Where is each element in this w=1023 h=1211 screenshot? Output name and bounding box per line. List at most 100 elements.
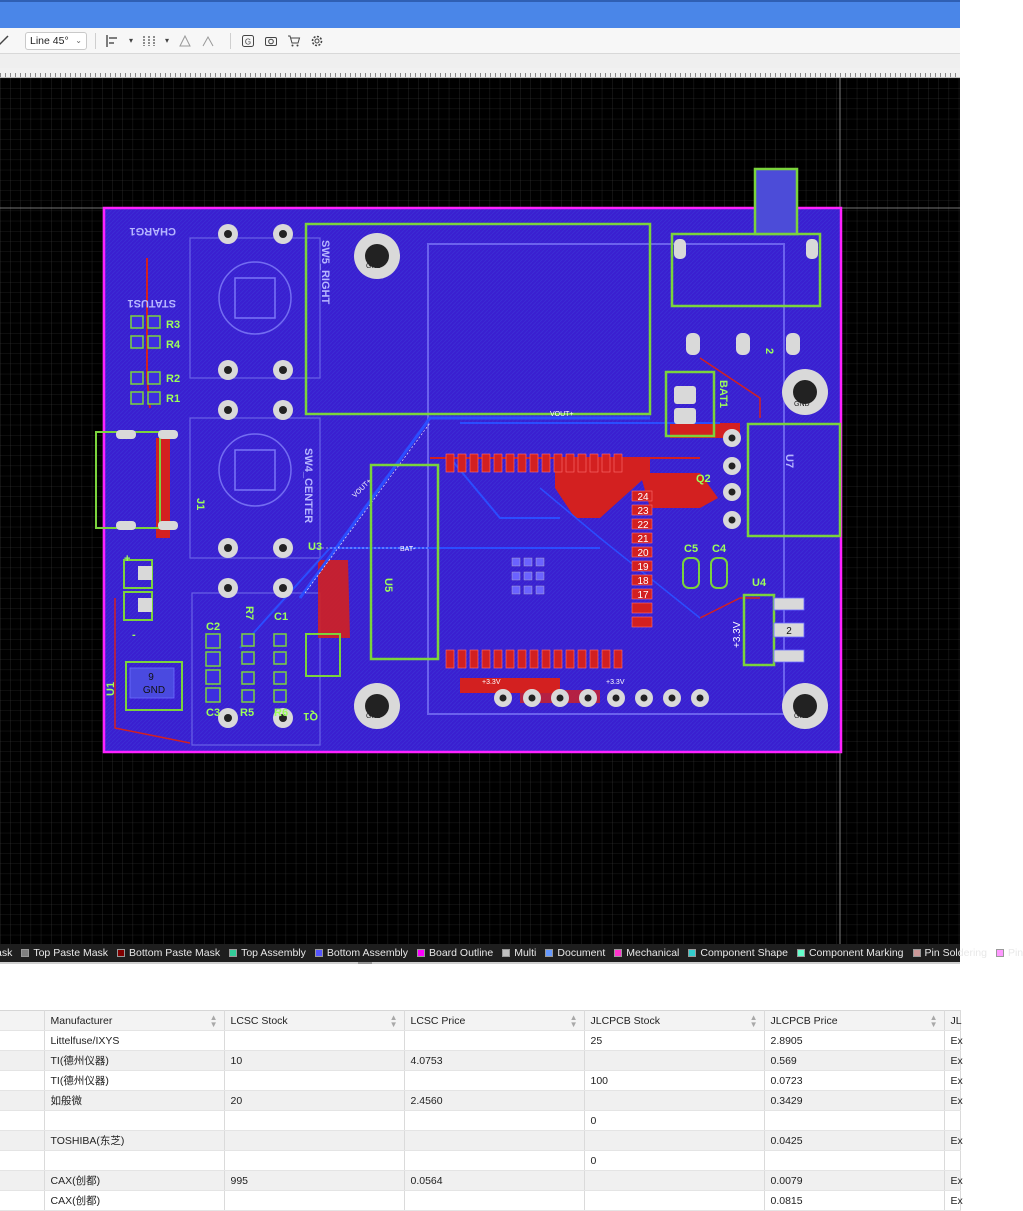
layer-label: Top Paste Mask (33, 947, 109, 959)
bom-row[interactable]: 0 (0, 1110, 961, 1131)
layer-item[interactable]: Component Shape (688, 947, 788, 959)
bom-cell: 25 (584, 1030, 765, 1051)
shape-icon[interactable] (199, 32, 217, 50)
bom-cell: TI(德州仪器) (44, 1050, 225, 1071)
layer-color-swatch[interactable] (545, 949, 554, 957)
chevron-down-icon[interactable]: ▾ (128, 36, 133, 45)
triangle-icon[interactable] (176, 32, 194, 50)
slide-switch-outline (670, 232, 822, 308)
layer-item[interactable]: Component Marking (796, 947, 904, 959)
column-label: LCSC Stock (230, 1014, 288, 1027)
u4-voltage-label: +3.3V (732, 621, 743, 648)
horizontal-ruler[interactable] (0, 68, 960, 78)
net-gnd-2: GND (794, 401, 810, 408)
pcb-canvas[interactable]: R3 R4 R2 R1 C2 C1 C3 R5 R6 U3 Q2 C5 C4 U… (0, 78, 960, 944)
vout-trace (298, 416, 650, 599)
bom-column-header[interactable]: JL (944, 1010, 962, 1031)
layer-color-swatch[interactable] (314, 949, 323, 957)
sort-icon[interactable]: ▲▼ (389, 1012, 398, 1029)
label-r5: R5 (240, 707, 254, 719)
layer-g-icon[interactable]: G (239, 32, 257, 50)
layer-item[interactable]: Pin Soldering (912, 947, 987, 959)
layer-item[interactable]: ask (0, 947, 12, 959)
layer-color-swatch[interactable] (614, 949, 623, 957)
header-pin-number: 24 (637, 492, 649, 503)
bom-cell (0, 1070, 45, 1091)
bom-column-header[interactable] (0, 1010, 45, 1031)
bom-cell (584, 1050, 765, 1071)
bom-column-header[interactable]: JLCPCB Stock▲▼ (584, 1010, 765, 1031)
layer-color-swatch[interactable] (21, 949, 30, 957)
layer-color-swatch[interactable] (229, 949, 238, 957)
bom-column-header[interactable]: LCSC Price▲▼ (404, 1010, 585, 1031)
net-gnd-4: GND (794, 713, 810, 720)
bom-cell: 2.4560 (404, 1090, 585, 1111)
layer-item[interactable]: Bottom Paste Mask (117, 947, 220, 959)
bom-column-header[interactable]: LCSC Stock ▲▼ (224, 1010, 405, 1031)
bom-row[interactable]: 0 (0, 1150, 961, 1171)
layer-item[interactable]: Document (545, 947, 605, 959)
pcb-drawing[interactable]: R3 R4 R2 R1 C2 C1 C3 R5 R6 U3 Q2 C5 C4 U… (0, 78, 960, 944)
sort-icon[interactable]: ▲▼ (209, 1012, 218, 1029)
bom-cell: 10 (224, 1050, 405, 1071)
label-r7: R7 (243, 606, 255, 620)
layer-label: Component Marking (808, 947, 904, 959)
layer-item[interactable]: Top Assembly (229, 947, 306, 959)
route-mode-select[interactable]: Line 45° ⌄ (25, 31, 87, 50)
u7-outline (746, 422, 842, 538)
gear-icon[interactable] (308, 32, 326, 50)
sort-icon[interactable]: ▲▼ (569, 1012, 578, 1029)
bom-column-header[interactable]: Manufacturer▲▼ (44, 1010, 225, 1031)
bom-cell (224, 1030, 405, 1051)
layer-item[interactable]: Pin (995, 947, 1023, 959)
toolbar-separator (230, 32, 231, 49)
distribute-icon[interactable] (140, 32, 158, 50)
label-r1: R1 (166, 393, 180, 405)
layer-item[interactable]: Bottom Assembly (314, 947, 408, 959)
label-u7: U7 (783, 454, 795, 468)
layer-color-swatch[interactable] (995, 949, 1004, 957)
sort-icon[interactable]: ▲▼ (929, 1012, 938, 1029)
panel-splitter-handle[interactable] (358, 962, 372, 965)
u1-gnd-label-text: GND (143, 685, 165, 696)
layer-color-swatch[interactable] (117, 949, 126, 957)
net-bat-minus: BAT- (400, 546, 416, 553)
bom-cell: 0 (584, 1110, 765, 1131)
layer-item[interactable]: Top Paste Mask (21, 947, 108, 959)
panel-divider (0, 962, 960, 964)
header-pin-number: 21 (637, 534, 649, 545)
net-3v3-a: +3.3V (482, 679, 501, 686)
label-c5: C5 (684, 543, 698, 555)
toolbar: Line 45° ⌄ ▾ ▾ G (0, 28, 960, 54)
cart-icon[interactable] (285, 32, 303, 50)
bom-cell (0, 1190, 45, 1211)
layer-item[interactable]: Board Outline (417, 947, 493, 959)
bom-column-header[interactable]: JLCPCB Price▲▼ (764, 1010, 945, 1031)
route-diagonal-icon[interactable] (0, 32, 12, 50)
switch-actuator (753, 167, 799, 236)
layer-item[interactable]: Multi (502, 947, 536, 959)
camera-icon[interactable] (262, 32, 280, 50)
layer-color-swatch[interactable] (912, 949, 921, 957)
bom-cell: 0.0425 (764, 1130, 945, 1151)
layer-color-swatch[interactable] (796, 949, 805, 957)
layer-item[interactable]: Mechanical (614, 947, 679, 959)
label-r6: R6 (274, 707, 288, 719)
layer-color-swatch[interactable] (417, 949, 425, 957)
chevron-down-icon[interactable]: ▾ (164, 36, 169, 45)
layer-color-swatch[interactable] (502, 949, 511, 957)
bom-cell: 0.569 (764, 1050, 945, 1071)
net-gnd-1: GND (366, 263, 382, 270)
sort-icon[interactable]: ▲▼ (749, 1012, 758, 1029)
bom-cell: Ex (944, 1190, 963, 1211)
layer-color-swatch[interactable] (688, 949, 697, 957)
align-icon[interactable] (104, 32, 122, 50)
